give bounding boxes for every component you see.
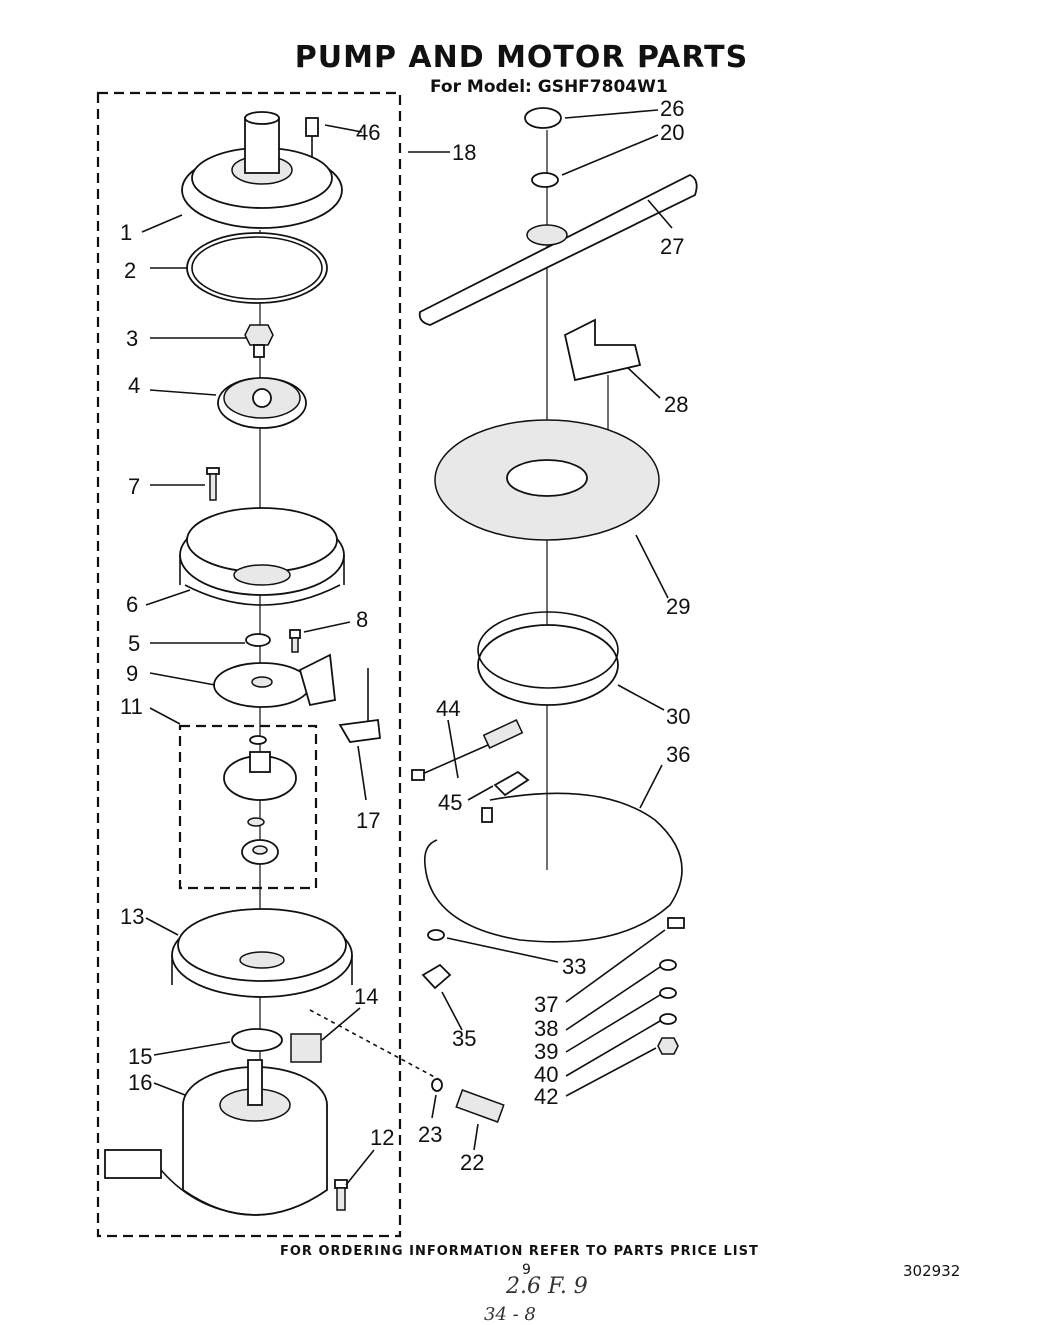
part-o-ring bbox=[186, 232, 328, 304]
part-sensor-clip bbox=[493, 770, 530, 797]
callout-28: 28 bbox=[664, 392, 688, 417]
callout-1: 1 bbox=[120, 220, 132, 245]
callout-22: 22 bbox=[460, 1150, 484, 1175]
callout-8: 8 bbox=[356, 607, 368, 632]
part-clip bbox=[305, 117, 319, 158]
part-o-ring-small bbox=[431, 1078, 443, 1092]
part-deflector bbox=[563, 318, 642, 382]
part-pump-housing bbox=[179, 507, 345, 606]
callout-39: 39 bbox=[534, 1039, 558, 1064]
callout-3: 3 bbox=[126, 326, 138, 351]
callout-9: 9 bbox=[126, 661, 138, 686]
callout-38: 38 bbox=[534, 1016, 558, 1041]
part-motor-screw bbox=[334, 1179, 348, 1211]
part-sensor bbox=[411, 719, 524, 781]
part-heater-washer bbox=[427, 929, 445, 941]
part-mounting-plate bbox=[213, 653, 336, 708]
callout-23: 23 bbox=[418, 1122, 442, 1147]
part-screw bbox=[206, 467, 220, 501]
callout-35: 35 bbox=[452, 1026, 476, 1051]
callout-45: 45 bbox=[438, 790, 462, 815]
impeller-subassembly-box bbox=[178, 724, 318, 890]
part-pump-cover bbox=[181, 111, 343, 229]
part-chopper-assembly bbox=[223, 735, 297, 865]
callout-20: 20 bbox=[660, 120, 684, 145]
leader-lines bbox=[141, 109, 673, 1186]
callout-29: 29 bbox=[666, 594, 690, 619]
part-cap bbox=[524, 107, 562, 129]
part-spray-arm bbox=[418, 173, 698, 326]
callout-36: 36 bbox=[666, 742, 690, 767]
part-small-screw bbox=[289, 629, 301, 653]
callout-12: 12 bbox=[370, 1125, 394, 1150]
callout-13: 13 bbox=[120, 904, 144, 929]
part-washer bbox=[245, 633, 271, 647]
part-hardware-stack bbox=[657, 917, 685, 1055]
part-bracket bbox=[290, 1033, 322, 1063]
model-subtitle: For Model: GSHF7804W1 bbox=[430, 77, 668, 97]
callout-18: 18 bbox=[452, 140, 476, 165]
callout-17: 17 bbox=[356, 808, 380, 833]
callout-26: 26 bbox=[660, 96, 684, 121]
callout-33: 33 bbox=[562, 954, 586, 979]
ordering-info-footer: FOR ORDERING INFORMATION REFER TO PARTS … bbox=[280, 1244, 759, 1259]
page-title: PUMP AND MOTOR PARTS bbox=[294, 40, 749, 75]
callout-15: 15 bbox=[128, 1044, 152, 1069]
part-impeller bbox=[217, 377, 307, 429]
part-heater-element bbox=[423, 792, 683, 943]
callout-5: 5 bbox=[128, 631, 140, 656]
document-number: 302932 bbox=[903, 1262, 961, 1280]
part-motor-mount bbox=[171, 908, 353, 998]
callout-4: 4 bbox=[128, 373, 140, 398]
callout-30: 30 bbox=[666, 704, 690, 729]
callout-42: 42 bbox=[534, 1084, 558, 1109]
callout-16: 16 bbox=[128, 1070, 152, 1095]
handwritten-note-1: 2.6 F. 9 bbox=[506, 1274, 588, 1299]
part-slinger bbox=[231, 1028, 283, 1052]
part-heater-bracket bbox=[421, 963, 452, 990]
part-switch bbox=[338, 668, 381, 743]
handwritten-note-2: 34 - 8 bbox=[484, 1304, 536, 1325]
callout-7: 7 bbox=[128, 474, 140, 499]
callout-14: 14 bbox=[354, 984, 378, 1009]
part-filter-ring bbox=[477, 611, 619, 706]
callout-46: 46 bbox=[356, 120, 380, 145]
callout-11: 11 bbox=[120, 694, 143, 719]
part-filter-screen bbox=[434, 419, 660, 541]
callout-27: 27 bbox=[660, 234, 684, 259]
part-impeller-nut bbox=[244, 324, 274, 358]
pump-assembly-box bbox=[96, 91, 402, 1238]
callout-2: 2 bbox=[124, 258, 136, 283]
part-fitting bbox=[455, 1089, 505, 1123]
callout-labels: 1 2 3 4 5 6 7 8 9 11 12 13 14 15 16 17 1… bbox=[120, 96, 690, 1175]
callout-37: 37 bbox=[534, 992, 558, 1017]
part-motor bbox=[104, 1059, 328, 1216]
part-spray-arm-washer bbox=[531, 172, 559, 188]
callout-40: 40 bbox=[534, 1062, 558, 1087]
callout-44: 44 bbox=[436, 696, 460, 721]
callout-6: 6 bbox=[126, 592, 138, 617]
page-number: 9 bbox=[522, 1262, 531, 1278]
